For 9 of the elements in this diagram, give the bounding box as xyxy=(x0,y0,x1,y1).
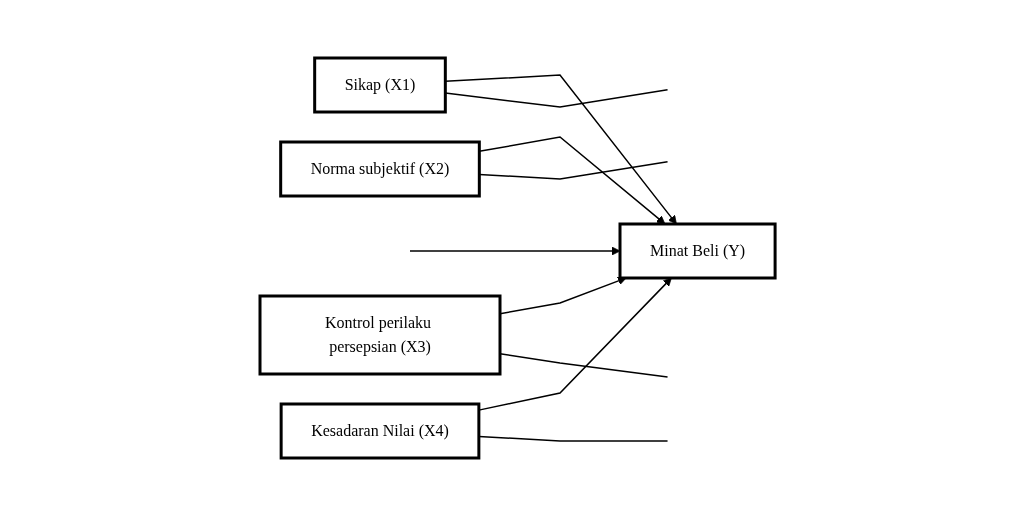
connector xyxy=(499,352,669,378)
node-box: Minat Beli (Y) xyxy=(618,222,777,279)
arrow xyxy=(478,277,672,411)
node-box: Norma subjektif (X2) xyxy=(279,140,481,197)
connector xyxy=(478,435,669,442)
arrow xyxy=(499,276,627,314)
node-box: Sikap (X1) xyxy=(313,56,447,113)
node-box: Kesadaran Nilai (X4) xyxy=(279,402,481,459)
node-box: Kontrol perilaku persepsian (X3) xyxy=(258,294,502,375)
